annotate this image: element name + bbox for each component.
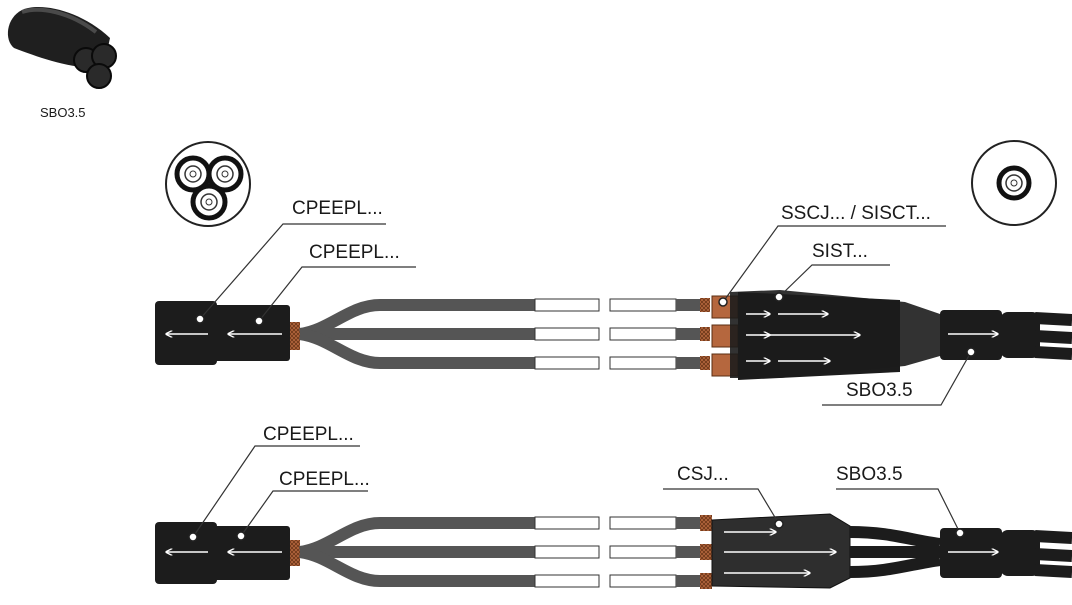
top-insulation-label: SIST...	[812, 241, 868, 262]
top-core-3	[298, 328, 535, 369]
bottom-connector-label: CSJ...	[677, 464, 729, 485]
top-right-joint	[609, 290, 1072, 380]
bottom-breakout-label: SBO3.5	[836, 464, 903, 485]
bottom-left-cable-end	[155, 516, 600, 588]
bottom-assembly: CPEEPL... CPEEPL... CSJ... SBO3.5	[155, 424, 1072, 589]
top-breakout-label: SBO3.5	[846, 380, 913, 401]
bottom-inner-sleeve	[214, 526, 290, 580]
three-core-cross-section	[165, 141, 251, 227]
top-assembly: CPEEPL... CPEEPL... SSCJ... / SISCT... S…	[155, 198, 1072, 406]
bottom-outer-sleeve	[155, 522, 217, 584]
bottom-outer-jacket-label: CPEEPL...	[263, 424, 354, 445]
top-left-cable-end	[155, 298, 600, 370]
single-core-cross-section	[971, 140, 1057, 226]
top-inner-sleeve	[214, 305, 290, 361]
top-screen-braid	[290, 322, 300, 350]
top-outer-jacket-label: CPEEPL...	[292, 198, 383, 219]
product-label: SBO3.5	[40, 105, 86, 120]
bottom-right-joint	[609, 513, 1072, 589]
top-connector-label: SSCJ... / SISCT...	[781, 203, 931, 224]
top-breakout-sleeve	[940, 310, 1002, 360]
bottom-breakout-sleeve	[940, 528, 1002, 578]
bottom-screen-braid	[290, 540, 300, 566]
sbo-product-icon	[7, 7, 117, 89]
bottom-inner-jacket-label: CPEEPL...	[279, 469, 370, 490]
top-inner-jacket-label: CPEEPL...	[309, 242, 400, 263]
bottom-core-3	[298, 546, 535, 587]
